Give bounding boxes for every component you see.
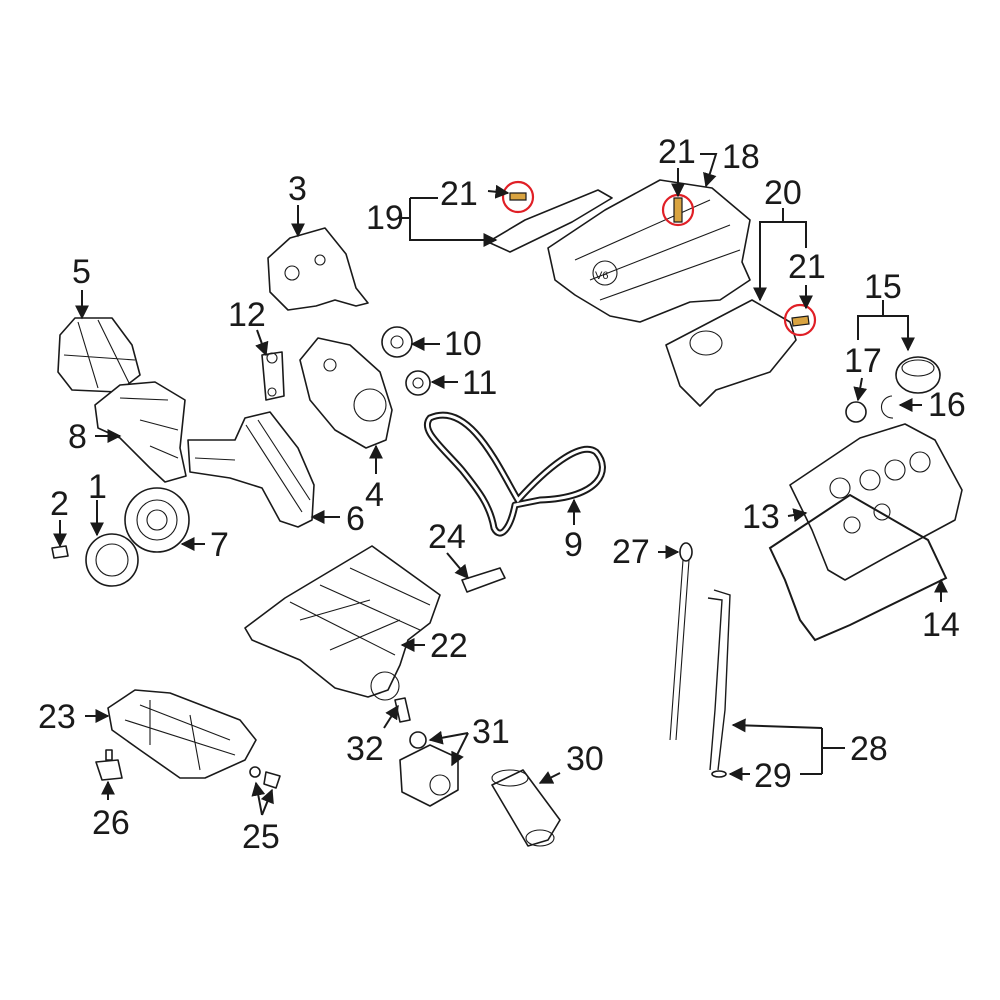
dipstick-tube-part xyxy=(707,589,731,771)
callout-4: 4 xyxy=(365,476,384,514)
callout-2: 2 xyxy=(50,485,69,523)
callout-32: 32 xyxy=(346,730,384,768)
upper-timing-cover-part xyxy=(57,317,141,393)
cover-bolt-21-left xyxy=(501,180,535,214)
callout-7: 7 xyxy=(210,526,229,564)
callout-14: 14 xyxy=(922,606,960,644)
oil-level-sensor-part xyxy=(461,567,506,593)
emblem-text: V6 xyxy=(595,270,608,282)
lower-timing-cover-part xyxy=(187,411,315,528)
callout-1: 1 xyxy=(88,468,107,506)
o-ring-part xyxy=(880,395,894,419)
crankshaft-pulley-part xyxy=(85,533,139,587)
callout-25: 25 xyxy=(242,818,280,856)
callout-31: 31 xyxy=(472,713,510,751)
callout-3: 3 xyxy=(288,170,307,208)
drain-plug-part xyxy=(95,749,123,781)
callout-13: 13 xyxy=(742,498,780,536)
callout-20: 20 xyxy=(764,174,802,212)
callout-26: 26 xyxy=(92,804,130,842)
bolt-part xyxy=(51,545,69,559)
oil-filter-housing-part xyxy=(399,731,459,807)
rear-timing-plate-part xyxy=(299,337,393,449)
leader-lines xyxy=(53,153,948,816)
upper-oil-pan-part xyxy=(244,545,441,701)
callout-21-right: 21 xyxy=(788,248,826,286)
valve-cover-gasket-part xyxy=(768,493,948,642)
tube-o-ring-part xyxy=(711,770,727,778)
callout-6: 6 xyxy=(346,500,365,538)
callout-8: 8 xyxy=(68,418,87,456)
callout-16: 16 xyxy=(928,386,966,424)
cover-bolt-21-right xyxy=(783,303,817,337)
crankshaft-sprocket-part xyxy=(124,487,190,553)
callout-9: 9 xyxy=(564,526,583,564)
cap-seal-part xyxy=(845,401,867,423)
callout-17: 17 xyxy=(844,342,882,380)
callout-21-left: 21 xyxy=(440,175,478,213)
idler-pulley-part xyxy=(381,326,413,358)
callout-29: 29 xyxy=(754,757,792,795)
callout-12: 12 xyxy=(228,296,266,334)
callout-21-center: 21 xyxy=(658,133,696,171)
oil-filler-cap-part xyxy=(895,356,941,394)
guide-pulley-part xyxy=(405,370,431,396)
lower-oil-pan-part xyxy=(107,689,257,779)
callout-10: 10 xyxy=(444,325,482,363)
oil-pressure-switch-part xyxy=(394,697,411,723)
belt-tensioner-part xyxy=(261,351,285,401)
timing-belt-cover-part xyxy=(267,227,369,311)
callout-30: 30 xyxy=(566,740,604,778)
callout-22: 22 xyxy=(430,627,468,665)
oil-filter-part xyxy=(491,769,561,847)
callout-labels: 1 2 3 4 5 6 7 8 9 10 11 12 13 14 15 16 1… xyxy=(38,133,966,856)
oil-dipstick-part xyxy=(669,542,693,741)
callout-24: 24 xyxy=(428,518,466,556)
valve-cover-part xyxy=(789,423,963,581)
callout-19: 19 xyxy=(366,199,404,237)
callout-28: 28 xyxy=(850,730,888,768)
callout-23: 23 xyxy=(38,698,76,736)
callout-11: 11 xyxy=(462,364,497,402)
pan-bolts-part xyxy=(249,766,281,789)
engine-cover-part: V6 xyxy=(547,179,751,323)
callout-15: 15 xyxy=(864,268,902,306)
callout-27: 27 xyxy=(612,533,650,571)
side-engine-cover-part xyxy=(665,299,797,407)
cover-trim-part xyxy=(487,189,613,253)
timing-belt-part xyxy=(423,411,606,537)
callout-5: 5 xyxy=(72,253,91,291)
inner-cover-part xyxy=(94,381,187,483)
callout-18: 18 xyxy=(722,138,760,176)
